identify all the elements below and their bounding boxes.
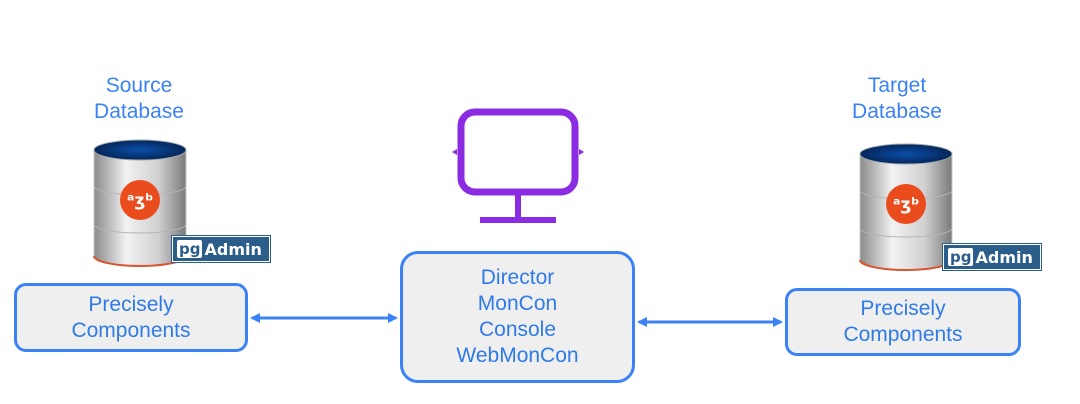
svg-text:ᵃʒᵇ: ᵃʒᵇ [127, 191, 154, 211]
target-label-line1: Target [867, 74, 927, 97]
target-database-icon: ᵃʒᵇ [859, 143, 953, 271]
left-box-line2: Components [71, 318, 191, 342]
left-precisely-components-box: Precisely Components [14, 283, 248, 352]
right-box-line1: Precisely [860, 297, 946, 320]
target-label-line2: Database [852, 100, 942, 123]
right-precisely-components-box: Precisely Components [785, 288, 1021, 356]
source-database-label: Source Database [59, 73, 219, 125]
svg-text:ᵃʒᵇ: ᵃʒᵇ [893, 195, 920, 215]
center-box-webmoncon: WebMonCon [456, 344, 579, 367]
target-database-label: Target Database [817, 73, 977, 125]
edb-elephant-logo-icon: ᵃʒᵇ [886, 184, 926, 224]
pgadmin-admin-text: Admin [975, 247, 1033, 267]
pgadmin-pg-mark: pg [948, 248, 974, 266]
source-pgadmin-badge: pg Admin [171, 235, 271, 263]
pgadmin-admin-text: Admin [204, 239, 262, 259]
center-box-director: Director [480, 266, 555, 289]
edb-elephant-logo-icon: ᵃʒᵇ [120, 180, 160, 220]
source-label-line1: Source [105, 74, 173, 97]
monitor-icon [452, 108, 584, 223]
target-pgadmin-badge: pg Admin [942, 243, 1042, 271]
center-box-moncon: MonCon [477, 292, 558, 315]
right-box-line2: Components [843, 323, 963, 346]
center-components-box: Director MonCon Console WebMonCon [400, 251, 635, 383]
pgadmin-pg-mark: pg [177, 240, 203, 258]
source-label-line2: Database [94, 100, 184, 123]
left-box-line1: Precisely [88, 292, 174, 316]
center-box-console: Console [478, 318, 557, 341]
source-database-icon: ᵃʒᵇ [93, 139, 187, 267]
